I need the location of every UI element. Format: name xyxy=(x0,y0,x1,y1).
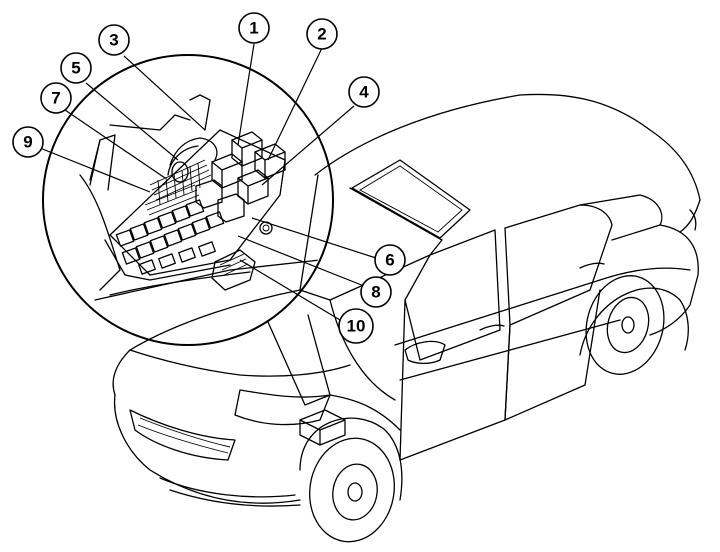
callout-8-label: 8 xyxy=(371,283,380,302)
leader-8 xyxy=(237,235,365,287)
fuse-block-lower xyxy=(115,199,225,275)
callout-6: 6 xyxy=(374,244,406,276)
callout-9-circle xyxy=(12,126,44,158)
callout-2-label: 2 xyxy=(317,25,326,44)
callout-6-label: 6 xyxy=(385,251,394,270)
front-wheel-arch xyxy=(299,417,403,501)
wiring-harness xyxy=(169,137,218,166)
car-side-body xyxy=(394,267,691,346)
callout-9-label: 9 xyxy=(23,133,32,152)
headlight xyxy=(234,389,331,426)
callout-6-circle xyxy=(374,244,406,276)
rear-wheel xyxy=(585,275,665,375)
callout-4: 4 xyxy=(348,76,380,108)
car-rear xyxy=(649,224,699,336)
front-wheel xyxy=(309,437,395,543)
callout-10-label: 10 xyxy=(347,317,366,336)
grille xyxy=(129,409,236,461)
callout-1: 1 xyxy=(238,12,270,44)
fuse-box-housing xyxy=(109,129,286,276)
hood xyxy=(112,289,301,396)
side-mirror xyxy=(404,340,446,365)
side-window-front xyxy=(404,229,501,361)
callout-4-circle xyxy=(348,76,380,108)
mini-fuse-rows xyxy=(144,159,212,216)
magnifier-pointer xyxy=(267,314,331,406)
callout-3: 3 xyxy=(98,24,130,56)
callout-1-label: 1 xyxy=(249,19,258,38)
magnifier-circle xyxy=(42,54,334,346)
main-connector xyxy=(211,249,256,291)
rear-door xyxy=(504,289,601,421)
callout-2-circle xyxy=(306,18,338,50)
leader-10 xyxy=(239,259,341,321)
car-illustration xyxy=(112,93,701,543)
car-roof-rear-edge xyxy=(679,199,701,233)
front-door-handle xyxy=(479,324,505,331)
front-bumper xyxy=(113,394,301,504)
leader-9 xyxy=(39,147,151,193)
front-door xyxy=(399,299,511,461)
sunroof xyxy=(351,159,471,239)
fuse-box-detail xyxy=(79,94,321,301)
callout-5-circle xyxy=(60,52,92,84)
leader-7 xyxy=(64,109,166,179)
callout-8: 8 xyxy=(360,276,392,308)
leader-6 xyxy=(251,217,377,259)
fuse-box-on-car xyxy=(299,409,346,446)
callout-7: 7 xyxy=(40,82,72,114)
rear-wheel-arch xyxy=(579,287,689,356)
callout-2: 2 xyxy=(306,18,338,50)
callout-9: 9 xyxy=(12,126,44,158)
leader-2 xyxy=(267,47,323,161)
leader-4 xyxy=(261,105,355,186)
callout-4-label: 4 xyxy=(359,83,369,102)
leader-1 xyxy=(237,43,255,146)
callout-8-circle xyxy=(360,276,392,308)
callout-1-circle xyxy=(238,12,270,44)
relay-group xyxy=(195,131,286,223)
callout-7-circle xyxy=(40,82,72,114)
car-roof-outline xyxy=(314,93,701,201)
callout-5-label: 5 xyxy=(71,59,80,78)
callout-3-label: 3 xyxy=(109,31,118,50)
rear-door-handle xyxy=(579,262,605,269)
callout-10: 10 xyxy=(338,308,374,344)
leader-3 xyxy=(123,55,206,131)
callout-7-label: 7 xyxy=(51,89,60,108)
callout-10-circle xyxy=(338,308,374,344)
side-window-rear xyxy=(504,204,613,326)
leader-lines xyxy=(39,43,377,321)
callout-5: 5 xyxy=(60,52,92,84)
callout-3-circle xyxy=(98,24,130,56)
leader-5 xyxy=(85,82,179,161)
